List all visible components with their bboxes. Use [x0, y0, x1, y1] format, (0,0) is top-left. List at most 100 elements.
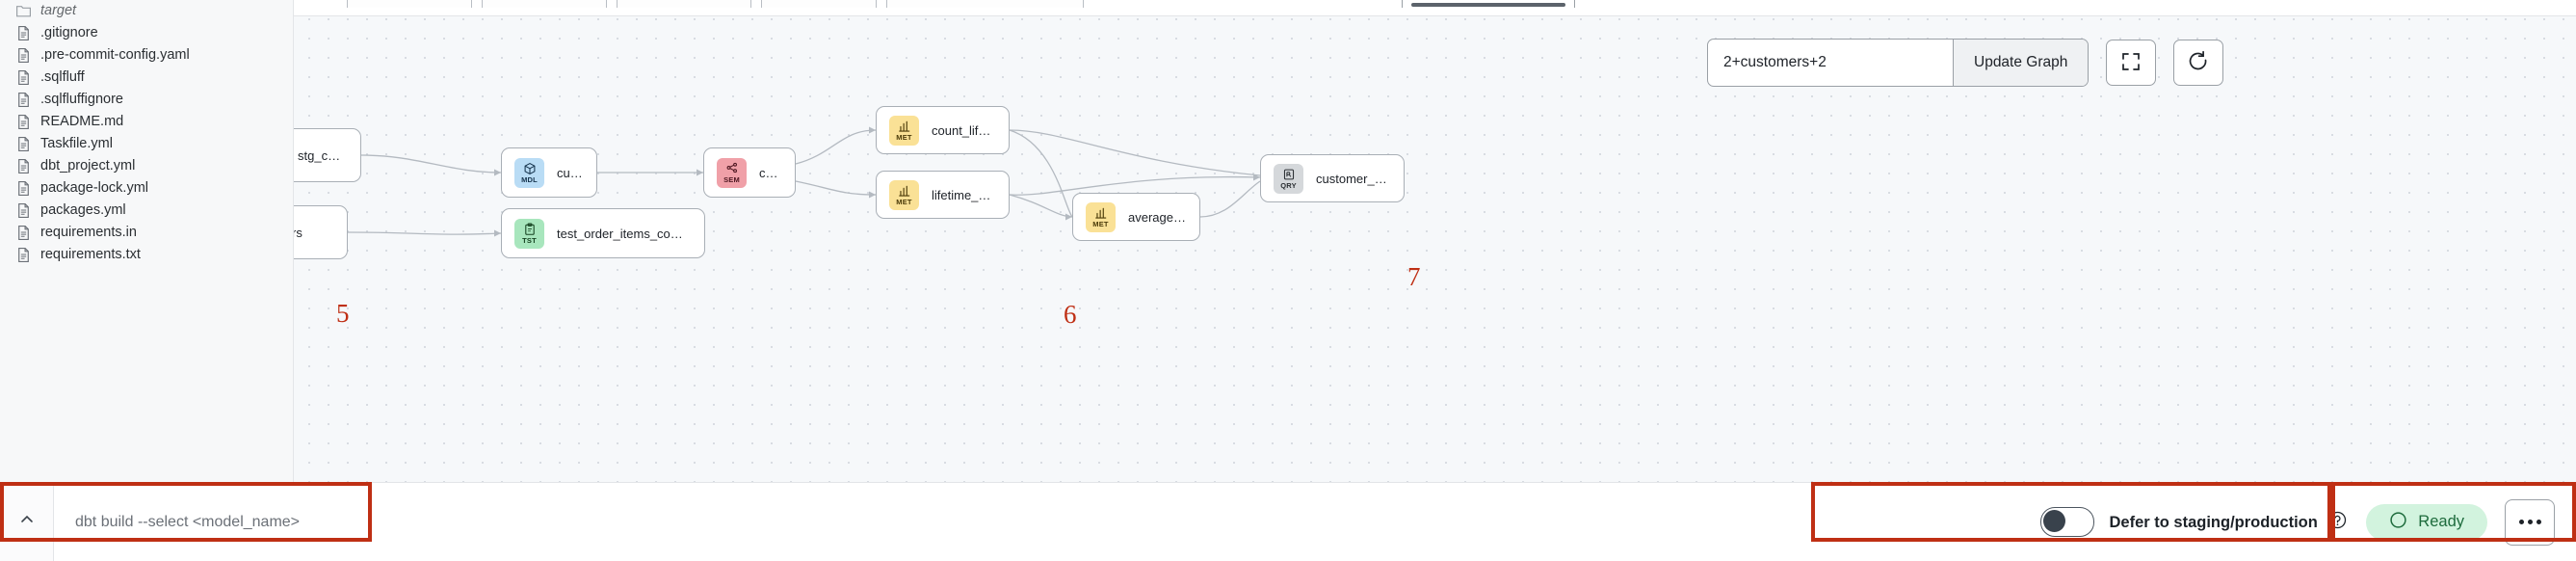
file-icon	[18, 203, 29, 218]
file-row[interactable]: packages.yml	[0, 200, 293, 222]
graph-toolbar: Update Graph	[1707, 39, 2224, 87]
editor-tab-bar[interactable]	[294, 0, 2576, 16]
mdl-badge-icon: MDL	[514, 157, 544, 188]
file-icon	[18, 159, 29, 174]
file-icon	[18, 248, 29, 262]
lineage-node[interactable]: SEM customers	[703, 147, 796, 198]
more-dot-2	[2527, 520, 2533, 524]
lineage-node[interactable]: QRY customer_order_metrics	[1260, 154, 1405, 202]
file-row[interactable]: requirements.in	[0, 222, 293, 244]
file-icon	[18, 137, 29, 151]
badge-text: MDL	[521, 174, 538, 184]
bottom-command-bar: Defer to staging/production Ready	[0, 482, 2576, 561]
file-name: requirements.in	[40, 225, 137, 241]
met-badge-icon: MET	[1086, 201, 1116, 232]
file-icon	[18, 115, 29, 129]
file-row[interactable]: .sqlfluffignore	[0, 89, 293, 111]
lineage-node[interactable]: MET average_order_value	[1072, 193, 1200, 241]
lineage-node[interactable]: TSTtest_order_items_compute_to_bools…	[501, 208, 705, 258]
refresh-button[interactable]	[2173, 40, 2224, 86]
file-explorer-panel[interactable]: target .gitignore .pre-commit-config.yaml.…	[0, 0, 294, 482]
more-dot-1	[2518, 520, 2524, 524]
defer-toggle-knob	[2042, 510, 2065, 532]
lineage-node[interactable]: stg_customers	[294, 128, 361, 182]
file-name: .pre-commit-config.yaml	[40, 47, 190, 64]
tab-stub-5[interactable]	[886, 0, 1084, 8]
lineage-node-label: lifetime_spend_pretax	[932, 187, 995, 202]
lineage-node-label: orders	[294, 225, 302, 240]
lineage-node-label: count_lifetime_orders	[932, 122, 995, 138]
lineage-node-label: customers	[759, 165, 781, 180]
file-name: requirements.txt	[40, 247, 141, 263]
update-graph-button[interactable]: Update Graph	[1953, 40, 2089, 86]
file-name: target	[40, 3, 77, 19]
defer-control-group: Defer to staging/production	[2039, 507, 2367, 537]
lineage-node-label: customers	[557, 165, 583, 180]
tab-stub-3[interactable]	[617, 0, 751, 8]
file-icon	[18, 26, 29, 40]
status-group: Ready	[2366, 498, 2576, 546]
met-badge-icon: MET	[889, 179, 919, 210]
file-name: README.md	[40, 114, 124, 130]
badge-text: MET	[896, 197, 912, 206]
refresh-icon	[2187, 50, 2210, 76]
file-icon	[18, 181, 29, 196]
help-circle-icon[interactable]	[2328, 511, 2347, 533]
file-name: packages.yml	[40, 202, 126, 219]
sem-badge-icon: SEM	[717, 157, 747, 188]
file-icon	[18, 93, 29, 107]
lineage-graph-canvas[interactable]: stg_customersorders MDL customersTSTtest_o…	[294, 0, 2576, 482]
lineage-node[interactable]: MET lifetime_spend_pretax	[876, 171, 1010, 219]
file-row[interactable]: README.md	[0, 111, 293, 133]
lineage-node[interactable]: MDL customers	[501, 147, 597, 198]
tst-badge-icon: TST	[514, 218, 544, 249]
status-label: Ready	[2418, 513, 2464, 530]
lineage-node[interactable]: orders	[294, 205, 348, 259]
file-row[interactable]: .gitignore	[0, 22, 293, 44]
file-row[interactable]: .pre-commit-config.yaml	[0, 44, 293, 67]
badge-text: MET	[1092, 219, 1109, 228]
file-icon	[18, 70, 29, 85]
badge-text: QRY	[1280, 180, 1297, 190]
chevron-up-icon	[18, 511, 36, 533]
fullscreen-button[interactable]	[2106, 40, 2157, 86]
file-name: .sqlfluff	[40, 69, 85, 86]
file-row[interactable]: .sqlfluff	[0, 67, 293, 89]
status-badge[interactable]: Ready	[2366, 503, 2487, 541]
defer-label-wrap: Defer to staging/production	[2110, 511, 2348, 534]
more-options-button[interactable]	[2505, 498, 2555, 546]
fullscreen-icon	[2120, 51, 2142, 75]
tab-stub-4[interactable]	[761, 0, 877, 8]
file-name: dbt_project.yml	[40, 158, 136, 174]
dbt-command-input[interactable]	[54, 482, 395, 561]
file-row[interactable]: dbt_project.yml	[0, 155, 293, 177]
file-row[interactable]: requirements.txt	[0, 244, 293, 266]
tab-stub-2[interactable]	[482, 0, 607, 8]
badge-text: SEM	[723, 174, 740, 184]
more-dot-3	[2536, 520, 2541, 524]
active-tab-underline	[1411, 3, 1565, 7]
defer-label: Defer to staging/production	[2109, 513, 2318, 531]
file-row[interactable]: Taskfile.yml	[0, 133, 293, 155]
file-icon	[18, 48, 29, 63]
file-row[interactable]: package-lock.yml	[0, 177, 293, 200]
folder-icon	[16, 6, 31, 17]
file-name: .sqlfluffignore	[40, 92, 123, 108]
file-name: .gitignore	[40, 25, 98, 41]
status-circle-icon	[2389, 511, 2407, 534]
defer-toggle[interactable]	[2039, 507, 2094, 537]
tab-stub-1[interactable]	[347, 0, 472, 8]
qry-badge-icon: QRY	[1274, 163, 1303, 194]
file-row[interactable]: target	[0, 0, 293, 22]
badge-text: MET	[896, 132, 912, 142]
lineage-node-label: stg_customers	[298, 147, 347, 163]
graph-search-input[interactable]	[1708, 40, 1953, 86]
command-collapse-button[interactable]	[0, 483, 54, 561]
lineage-node[interactable]: MET count_lifetime_orders	[876, 106, 1010, 154]
lineage-node-label: average_order_value	[1128, 209, 1186, 225]
lineage-node-label: customer_order_metrics	[1316, 171, 1390, 186]
file-name: Taskfile.yml	[40, 136, 113, 152]
badge-text: TST	[522, 235, 537, 245]
lineage-edges	[347, 126, 1261, 237]
